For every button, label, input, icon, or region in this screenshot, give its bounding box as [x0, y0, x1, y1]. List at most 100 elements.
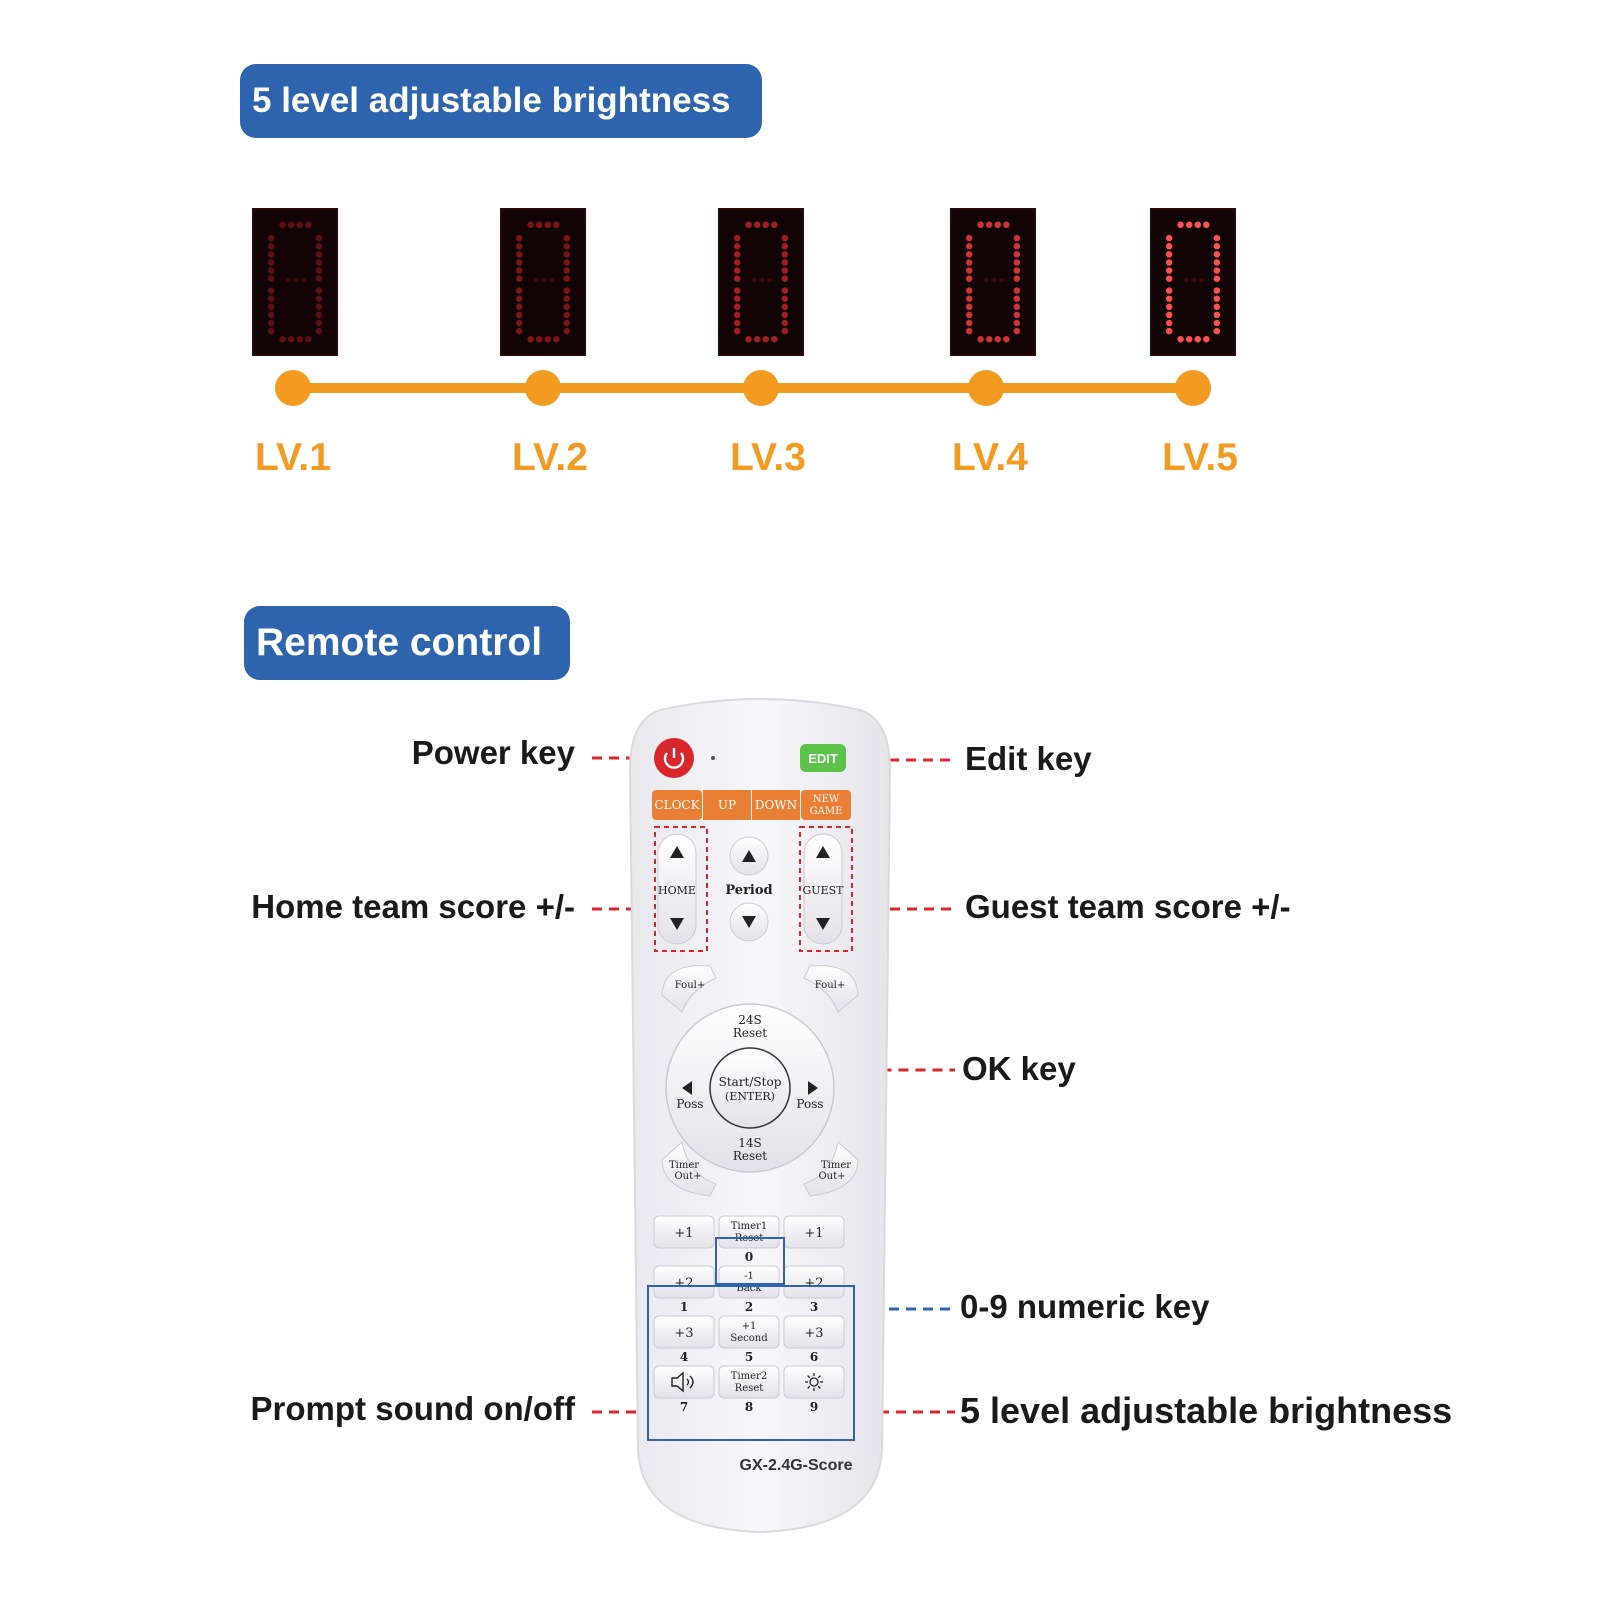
led-dot [965, 275, 973, 282]
keypad-key-number: 7 [680, 1400, 688, 1414]
timeout-right-button[interactable]: Timer Out+ [803, 1141, 859, 1197]
keypad-key[interactable]: 7 [653, 1365, 715, 1414]
power-button[interactable] [654, 738, 694, 778]
poss-right-icon [808, 1081, 818, 1095]
led-dot [745, 335, 752, 343]
led-dot [267, 295, 275, 302]
led-dot [1013, 327, 1021, 335]
led-dot [1203, 335, 1210, 343]
keypad-key-label: +2 [804, 1276, 823, 1291]
keypad-key-number: 3 [810, 1300, 818, 1314]
brightness-title: 5 level adjustable brightness [252, 81, 731, 120]
led-dot [781, 295, 789, 302]
led-dot [781, 319, 789, 327]
led-dot [563, 234, 571, 242]
down-button[interactable]: DOWN [752, 790, 800, 820]
callout-sound: Prompt sound on/off [250, 1390, 575, 1427]
home-down-icon [670, 918, 684, 930]
keypad-key-number: 4 [680, 1350, 688, 1364]
indicator-led [711, 756, 715, 760]
led-dot [753, 335, 761, 343]
led-dot [267, 275, 275, 282]
callout-power: Power key [411, 734, 575, 771]
period-up-button[interactable] [729, 836, 769, 876]
clock-button[interactable]: CLOCK [652, 790, 702, 820]
led-dot [515, 251, 523, 258]
keypad-key-number: 0 [745, 1250, 753, 1264]
foul-left-label: Foul+ [675, 980, 705, 991]
led-dot [515, 287, 523, 294]
edit-button[interactable]: EDIT [800, 744, 846, 772]
led-dot [733, 275, 741, 282]
led-dot [563, 319, 571, 327]
led-digit-lv4 [950, 208, 1036, 356]
home-up-icon [670, 846, 684, 858]
home-score-rocker[interactable]: HOME [657, 833, 697, 945]
led-dot [781, 287, 789, 294]
guest-highlight-box [799, 826, 853, 952]
led-dot [985, 221, 993, 229]
up-button[interactable]: UP [703, 790, 751, 820]
led-dot [965, 259, 973, 266]
keypad-key[interactable]: 9 [783, 1365, 845, 1414]
led-dot [1213, 303, 1221, 311]
callout-ok: OK key [962, 1050, 1076, 1087]
led-dot [965, 287, 973, 294]
keypad-key[interactable]: +1 [653, 1215, 715, 1249]
keypad-key[interactable]: +34 [653, 1315, 715, 1364]
keypad-key-label-2: Second [730, 1333, 768, 1344]
led-dot [279, 221, 286, 229]
level-label-1: LV.1 [255, 436, 331, 479]
keypad-key-label: +1 [804, 1226, 823, 1241]
led-dot [762, 335, 770, 343]
led-dot [315, 287, 323, 294]
zero-key-highlight [715, 1237, 785, 1285]
led-dot [781, 327, 789, 335]
led-dot [563, 259, 571, 266]
led-dot [553, 221, 560, 229]
guest-score-rocker[interactable]: GUEST [803, 833, 845, 945]
led-dot [515, 267, 523, 274]
keypad-key[interactable]: +1 [783, 1215, 845, 1249]
led-dot-off [1191, 277, 1197, 283]
ok-enter-button[interactable]: Start/Stop (ENTER) [709, 1047, 791, 1129]
led-dot [296, 221, 304, 229]
led-dot-off [752, 277, 757, 283]
home-label: HOME [658, 884, 696, 897]
keypad-key-number: 6 [810, 1350, 818, 1364]
keypad-key-label: +3 [804, 1326, 823, 1341]
led-dot [267, 311, 275, 319]
led-dot [315, 311, 323, 319]
period-down-button[interactable] [729, 902, 769, 942]
led-dot [527, 221, 534, 229]
led-dot [553, 335, 560, 343]
led-digit-svg [965, 221, 1021, 343]
keypad-key[interactable]: +21 [653, 1265, 715, 1314]
enter-label-2: (ENTER) [725, 1090, 775, 1103]
keypad-key[interactable]: +3 6 [783, 1315, 845, 1364]
led-dot [1185, 335, 1193, 343]
led-dot [965, 327, 973, 335]
led-digit-svg [733, 221, 789, 343]
up-label: UP [718, 798, 736, 812]
led-dot [994, 221, 1002, 229]
led-dot [315, 251, 323, 258]
led-dot [1013, 275, 1021, 282]
callout-home: Home team score +/- [251, 888, 575, 925]
led-dot [1165, 251, 1173, 258]
led-dot [965, 319, 973, 327]
led-dot [994, 335, 1002, 343]
timeout-left-label-1: Timer [669, 1160, 699, 1171]
led-dot [781, 243, 789, 250]
led-dot [781, 251, 789, 258]
foul-right-button[interactable]: Foul+ [803, 965, 859, 1013]
led-dot [753, 221, 761, 229]
foul-left-button[interactable]: Foul+ [661, 965, 717, 1013]
level-dot-5 [1175, 370, 1211, 406]
new-game-button[interactable]: NEW GAME [801, 790, 851, 820]
timeout-left-button[interactable]: Timer Out+ [661, 1141, 717, 1197]
led-dot [1194, 221, 1202, 229]
